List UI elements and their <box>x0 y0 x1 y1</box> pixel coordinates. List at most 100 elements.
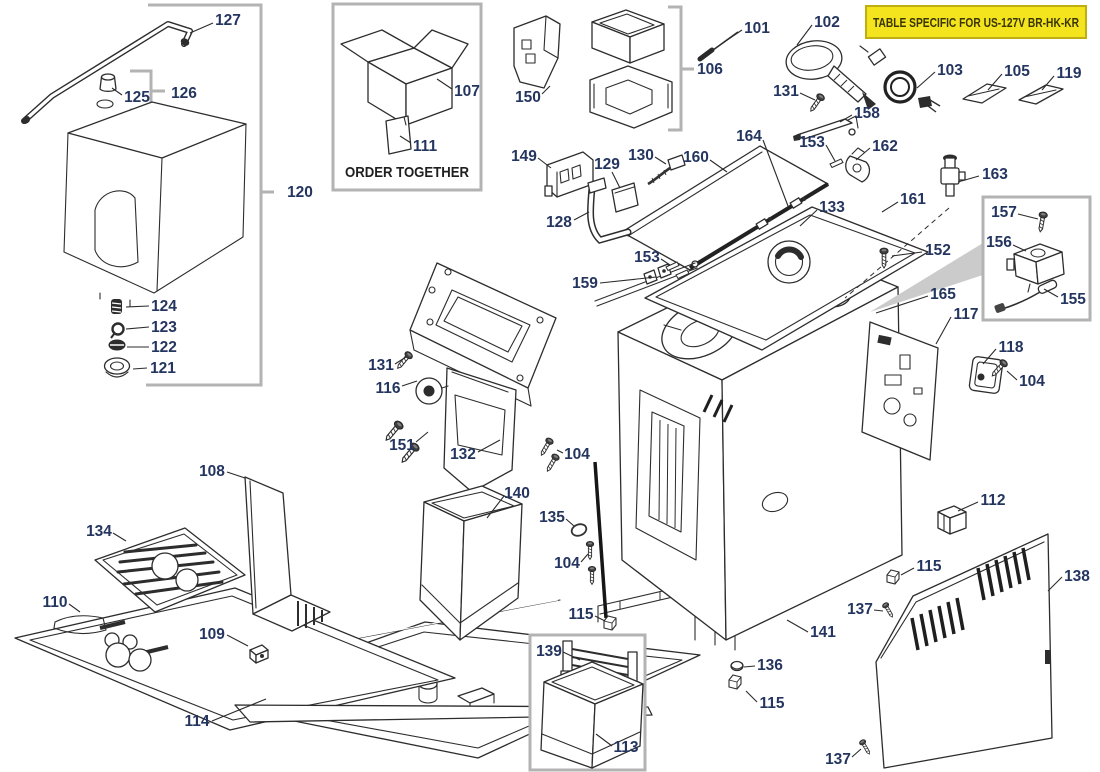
part-label-153-mid: 153 <box>634 249 660 266</box>
part-label-141: 141 <box>810 624 836 641</box>
part-158-wand-illustration <box>793 115 859 141</box>
part-110-drip-tray-illustration <box>14 587 653 731</box>
leader-123 <box>125 326 150 330</box>
part-label-116: 116 <box>375 380 400 397</box>
part-label-103: 103 <box>937 62 963 79</box>
part-label-122: 122 <box>151 339 177 356</box>
leader-130 <box>654 156 667 165</box>
part-116-wheel-illustration <box>415 377 449 405</box>
part-122-seal-illustration <box>108 339 126 351</box>
part-125-cap-illustration <box>96 73 117 109</box>
leader-115-bottom <box>745 690 758 703</box>
leader-135 <box>565 518 575 527</box>
part-label-161: 161 <box>900 191 926 208</box>
part-label-118: 118 <box>998 339 1023 356</box>
leader-107 <box>436 78 453 90</box>
leader-164 <box>762 139 789 207</box>
leader-136 <box>743 665 756 668</box>
part-135-oring-illustration <box>570 523 588 537</box>
part-label-137-mid: 137 <box>847 601 873 618</box>
part-label-158: 158 <box>854 105 880 122</box>
part-105-strip-illustration <box>962 83 1007 104</box>
part-label-164: 164 <box>736 128 762 145</box>
part-104-screw-center-b <box>543 452 561 474</box>
part-label-131-top: 131 <box>773 83 799 100</box>
part-label-109: 109 <box>199 626 225 643</box>
part-131-screw-top <box>806 91 827 115</box>
leader-108 <box>226 471 246 479</box>
part-label-128: 128 <box>546 214 572 231</box>
part-104-screw-center-a <box>537 436 555 458</box>
leader-149 <box>537 157 552 169</box>
part-128-bracket-illustration <box>586 177 632 244</box>
part-123-clip-illustration <box>110 322 125 339</box>
part-109-latch-illustration <box>249 644 269 664</box>
leader-160 <box>709 159 728 173</box>
part-103-power-cord-illustration <box>859 45 941 113</box>
part-137-screw-mid <box>881 601 896 620</box>
part-label-119: 119 <box>1056 65 1081 82</box>
leader-150 <box>541 85 551 95</box>
part-162-clamp-illustration <box>845 147 871 183</box>
leader-109 <box>226 634 249 647</box>
leader-151 <box>415 431 429 443</box>
part-150-bracket-illustration <box>513 15 561 89</box>
leader-128 <box>573 211 590 221</box>
part-label-115-right: 115 <box>916 558 941 575</box>
part-label-135: 135 <box>539 509 565 526</box>
part-label-101: 101 <box>744 20 770 37</box>
part-137-screw-bottom <box>858 738 873 757</box>
part-155-cable-illustration <box>994 279 1058 313</box>
leader-113 <box>595 733 613 747</box>
leader-129 <box>611 171 621 189</box>
part-number-labels: 127 125 126 120 124 123 122 121 107 111 … <box>42 12 1090 768</box>
part-label-163: 163 <box>982 166 1008 183</box>
part-label-106: 106 <box>697 61 723 78</box>
leader-137-bottom <box>851 748 862 758</box>
part-label-102: 102 <box>814 14 840 31</box>
part-label-133: 133 <box>819 199 845 216</box>
leader-116 <box>401 380 418 387</box>
part-label-157: 157 <box>991 204 1017 221</box>
part-140-bin-illustration <box>419 485 523 641</box>
part-label-126: 126 <box>171 85 197 102</box>
leader-115-right <box>900 567 915 576</box>
part-label-129: 129 <box>594 156 620 173</box>
part-label-108: 108 <box>199 463 225 480</box>
leader-101 <box>723 29 743 43</box>
leader-124 <box>125 305 150 308</box>
part-107-carton-illustration <box>340 29 469 126</box>
part-117-pcb-illustration <box>861 321 939 461</box>
leader-139 <box>562 651 581 661</box>
part-120-water-tank-illustration <box>63 101 247 307</box>
part-132-chute-illustration <box>443 367 517 493</box>
leader-141 <box>786 619 809 633</box>
leader-115-left <box>594 615 606 622</box>
part-label-132: 132 <box>450 446 476 463</box>
leader-156 <box>1012 244 1027 252</box>
part-label-125: 125 <box>124 89 150 106</box>
leader-153-top <box>825 144 836 162</box>
part-127-handle-illustration <box>21 21 193 124</box>
part-label-127: 127 <box>215 12 241 29</box>
part-130-cable-illustration <box>647 154 686 186</box>
leader-105 <box>987 73 1003 91</box>
inset-pointer-wedge <box>870 243 983 312</box>
part-119-strip-illustration <box>1018 84 1064 105</box>
part-156-switch-illustration <box>1006 243 1065 293</box>
part-label-160: 160 <box>683 149 709 166</box>
part-label-137-bottom: 137 <box>825 751 851 768</box>
part-104-screw-left-b <box>587 565 597 585</box>
part-134-drip-grid-illustration <box>94 527 246 613</box>
inset-box-right <box>981 195 1092 322</box>
leader-132 <box>477 439 501 453</box>
part-label-152: 152 <box>925 242 951 259</box>
part-label-104-left: 104 <box>554 555 580 572</box>
leader-131-top <box>799 92 816 101</box>
part-104-screw-left-a <box>585 540 595 560</box>
part-label-139: 139 <box>536 643 562 660</box>
leader-lines <box>68 22 1063 758</box>
leader-104-left <box>580 553 589 563</box>
leader-165 <box>875 295 929 314</box>
